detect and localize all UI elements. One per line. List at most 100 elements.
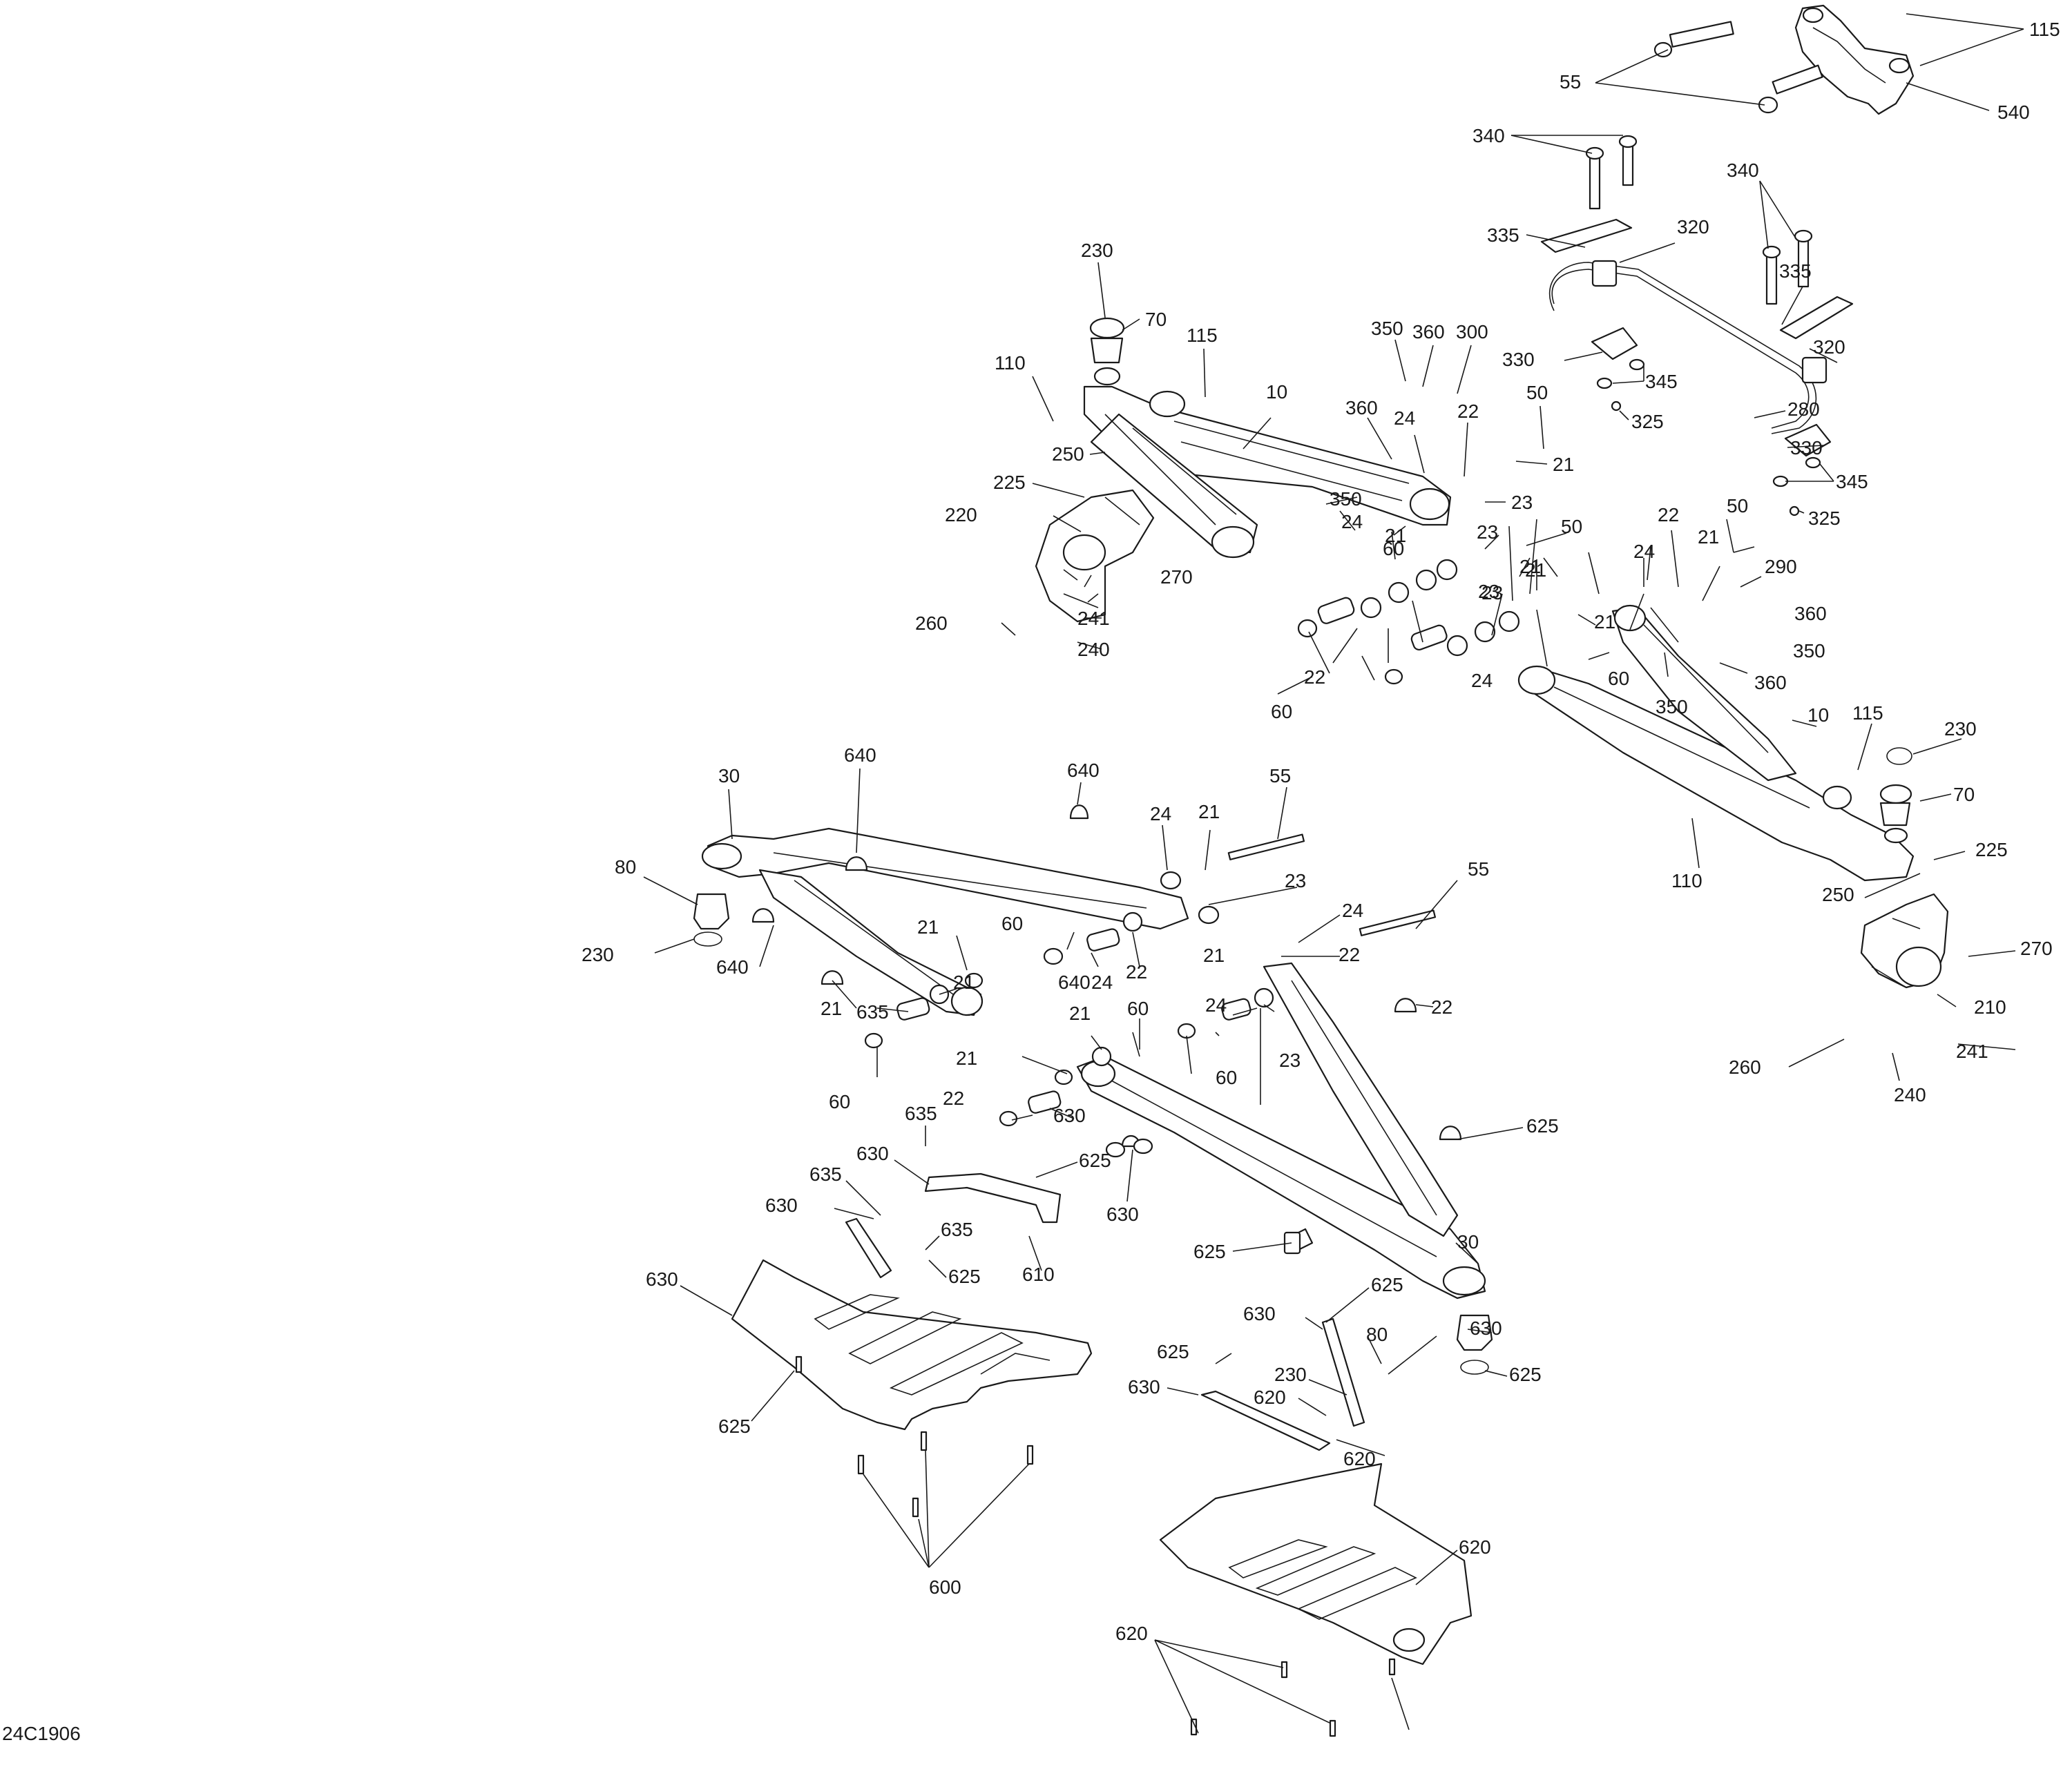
callout-label: 23 xyxy=(1279,1050,1301,1071)
callout-label: 115 xyxy=(2029,19,2060,40)
callout-label: 540 xyxy=(1997,102,2030,123)
callout-label: 350 xyxy=(1656,696,1688,717)
stabilizer-bar-280 xyxy=(1548,260,1828,434)
callout-label: 635 xyxy=(856,1001,889,1023)
callout-label: 60 xyxy=(1127,998,1149,1019)
callout-label: 640 xyxy=(1058,972,1091,993)
callout-label: 60 xyxy=(1001,913,1023,934)
lower-a-arm-right xyxy=(1076,962,1486,1300)
callout-label: 22 xyxy=(1658,504,1679,525)
callout-label: 625 xyxy=(1193,1241,1226,1262)
callout-label: 22 xyxy=(1457,400,1479,422)
callout-label: 50 xyxy=(1727,495,1748,516)
callout-label: 21 xyxy=(1525,559,1546,581)
callout-label: 360 xyxy=(1412,321,1445,342)
callout-label: 345 xyxy=(1645,371,1678,392)
callout-label: 21 xyxy=(1698,526,1719,548)
part-drawings xyxy=(693,4,1949,1737)
callout-label: 23 xyxy=(1481,582,1503,604)
callout-label: 22 xyxy=(1126,961,1147,983)
callout-label: 80 xyxy=(1366,1324,1388,1345)
callout-label: 360 xyxy=(1794,603,1827,624)
knuckle-220 xyxy=(1035,489,1155,623)
callout-label: 325 xyxy=(1808,508,1841,529)
callout-label: 110 xyxy=(995,352,1026,374)
callout-label: 110 xyxy=(1671,870,1702,891)
callout-label: 625 xyxy=(718,1416,751,1437)
callout-label: 241 xyxy=(1077,608,1110,629)
screws-620 xyxy=(795,1355,1396,1737)
bushings-middle xyxy=(1297,559,1520,685)
skid-plate-600 xyxy=(1159,1462,1473,1665)
callout-label: 24 xyxy=(1342,900,1363,921)
callout-label: 250 xyxy=(1052,443,1084,465)
ball-joint-80-left xyxy=(693,893,730,947)
knuckle-210 xyxy=(1860,893,1949,989)
callout-label: 22 xyxy=(943,1088,964,1109)
callout-label: 640 xyxy=(844,744,876,766)
callout-label: 625 xyxy=(1079,1150,1111,1171)
callout-label: 60 xyxy=(1271,701,1292,722)
skid-plate-610 xyxy=(731,1259,1093,1431)
callout-labels: 115 55 540 340 340 335 320 335 320 330 3… xyxy=(582,19,2060,1644)
callout-label: 70 xyxy=(1953,784,1975,805)
ball-joint-70-left xyxy=(1089,317,1125,386)
callout-label: 21 xyxy=(1594,611,1615,633)
callout-label: 230 xyxy=(1081,240,1113,261)
callout-label: 24 xyxy=(1091,972,1113,993)
callout-label: 241 xyxy=(1956,1041,1988,1062)
callout-label: 60 xyxy=(829,1091,850,1112)
callout-label: 21 xyxy=(1198,801,1220,822)
callout-label: 220 xyxy=(945,504,977,525)
callout-label: 635 xyxy=(809,1163,842,1185)
callout-label: 630 xyxy=(1128,1376,1160,1398)
callout-label: 115 xyxy=(1187,325,1218,346)
callout-label: 280 xyxy=(1787,398,1820,420)
callout-label: 24 xyxy=(1633,541,1655,562)
callout-label: 325 xyxy=(1631,411,1664,432)
callout-label: 350 xyxy=(1793,640,1825,662)
callout-label: 230 xyxy=(582,944,614,965)
callout-label: 240 xyxy=(1077,639,1110,660)
callout-label: 360 xyxy=(1345,397,1378,418)
callout-label: 345 xyxy=(1836,471,1868,492)
callout-label: 22 xyxy=(1304,666,1325,688)
callout-label: 30 xyxy=(718,765,740,786)
callout-label: 640 xyxy=(716,956,749,978)
lower-arm-hardware xyxy=(864,833,1437,1255)
callout-label: 10 xyxy=(1266,381,1287,403)
callout-label: 630 xyxy=(1106,1204,1139,1225)
callout-label: 625 xyxy=(948,1266,981,1287)
callout-label: 335 xyxy=(1487,224,1519,246)
bolts-340 xyxy=(1585,135,1813,305)
callout-label: 21 xyxy=(1553,454,1574,475)
callout-label: 21 xyxy=(917,916,939,938)
callout-label: 55 xyxy=(1560,71,1581,93)
callout-label: 55 xyxy=(1468,858,1489,880)
callout-label: 50 xyxy=(1561,516,1582,537)
callout-label: 24 xyxy=(1341,511,1363,532)
callout-label: 625 xyxy=(1371,1274,1403,1295)
callout-label: 620 xyxy=(1254,1387,1286,1408)
callout-label: 23 xyxy=(1511,492,1533,513)
callout-label: 21 xyxy=(821,998,842,1019)
callout-label: 21 xyxy=(1203,945,1225,966)
callout-label: 24 xyxy=(1150,803,1171,824)
callout-label: 270 xyxy=(1160,566,1193,588)
callout-label: 21 xyxy=(1385,525,1406,546)
mounting-brackets xyxy=(845,1172,1365,1451)
callout-label: 620 xyxy=(1459,1536,1491,1558)
callout-label: 600 xyxy=(929,1576,961,1598)
drawing-code: 24C1906 xyxy=(2,1723,81,1744)
callout-label: 225 xyxy=(1975,839,2008,860)
callout-label: 630 xyxy=(1053,1105,1086,1126)
callout-label: 250 xyxy=(1822,884,1854,905)
ball-joint-70-right xyxy=(1879,747,1912,844)
callout-label: 21 xyxy=(1519,556,1541,577)
bolt-55-upper xyxy=(1653,21,1823,114)
callout-label: 620 xyxy=(1115,1623,1148,1644)
callout-label: 22 xyxy=(1431,996,1452,1018)
callout-label: 50 xyxy=(1526,382,1548,403)
callout-label: 625 xyxy=(1526,1115,1559,1137)
callout-label: 60 xyxy=(1608,668,1629,689)
